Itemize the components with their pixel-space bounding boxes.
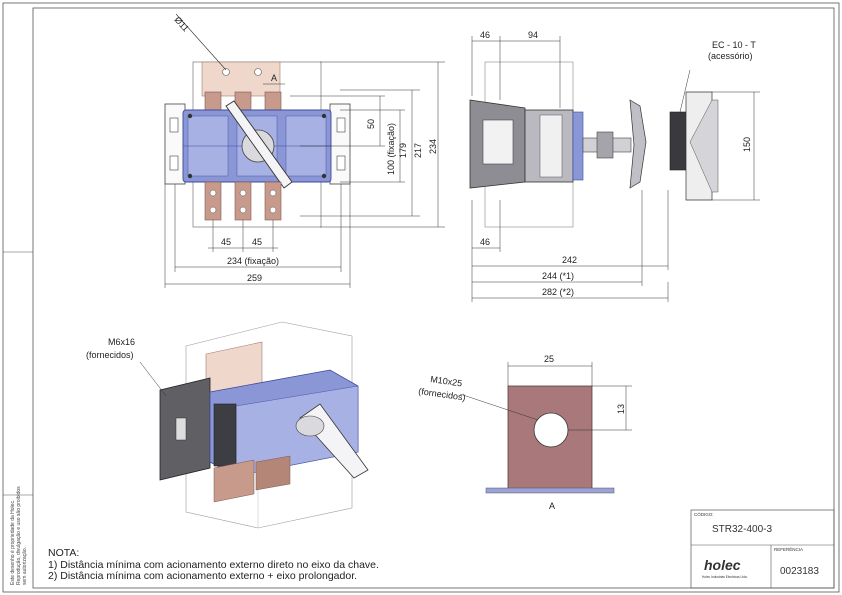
shaft-coupling xyxy=(596,131,614,159)
isometric-view: M6x16 (fornecidos) xyxy=(86,321,369,529)
front-cover-plate xyxy=(201,61,281,97)
side-strip-line-3: sem autorização. xyxy=(22,547,28,585)
bolt-label-2: (fornecidos) xyxy=(418,386,466,403)
iso-handle-hub xyxy=(295,415,325,437)
accessory-base xyxy=(669,111,687,171)
fixing-hole xyxy=(254,68,262,76)
dim-100-fixacao: 100 (fixação) xyxy=(386,123,396,175)
bottom-busbar-3 xyxy=(264,181,282,221)
dim-259: 259 xyxy=(247,273,262,283)
screw-leader xyxy=(139,361,167,397)
dim-179: 179 xyxy=(398,143,408,158)
title-block-frame xyxy=(690,509,835,589)
front-view: Ø11 A 50 100 (fixação) 179 217 234 xyxy=(164,13,445,288)
detail-width-dim: 25 xyxy=(544,354,554,364)
notes: NOTA: 1) Distância mínima com acionament… xyxy=(48,547,379,582)
side-view: EC - 10 - T (acessório) 46 94 46 242 244… xyxy=(469,30,760,302)
bolt-label-1: M10x25 xyxy=(430,374,463,388)
dim-234-fixacao: 234 (fixação) xyxy=(227,256,279,266)
front-horizontal-dim-lines xyxy=(164,184,351,288)
bottom-busbar-2 xyxy=(234,181,252,221)
inner-frame xyxy=(32,7,835,589)
brand-logo: holec xyxy=(704,557,741,573)
dim-50: 50 xyxy=(366,119,376,129)
bracket-slot xyxy=(336,155,346,171)
dim-244: 244 (*1) xyxy=(542,271,574,281)
screw xyxy=(321,113,327,119)
detail-base xyxy=(485,487,615,494)
accessory-label-2: (acessório) xyxy=(708,51,753,61)
bottom-busbar-1 xyxy=(204,181,222,221)
screw xyxy=(321,173,327,179)
iso-busbar-bottom xyxy=(213,459,255,503)
detail-bolt-hole xyxy=(533,412,569,448)
notes-title: NOTA: xyxy=(48,547,79,559)
screw-label-1: M6x16 xyxy=(108,337,135,347)
diameter-label: Ø11 xyxy=(173,15,191,34)
dim-150: 150 xyxy=(742,137,752,152)
screw xyxy=(187,113,193,119)
note-line-1: 1) Distância mínima com acionamento exte… xyxy=(48,559,379,571)
detail-a: 25 13 M10x25 (fornecidos) A xyxy=(418,354,632,511)
side-dim-lines xyxy=(471,36,760,302)
detail-busbar xyxy=(507,385,593,491)
iso-bracket-slot xyxy=(175,417,187,441)
note-line-2: 2) Distância mínima com acionamento exte… xyxy=(48,570,357,582)
accessory-handle-grip xyxy=(689,99,719,193)
side-strip-line-1: Este desenho é propriedade da Holec. xyxy=(10,500,16,585)
side-bracket-window xyxy=(482,119,514,165)
side-strip-text: Este desenho é propriedade da Holec. Rep… xyxy=(10,486,28,585)
dim-217: 217 xyxy=(413,143,423,158)
detail-caption: A xyxy=(549,501,555,511)
side-strip-line-2: Reprodução, divulgação e uso são proibid… xyxy=(16,486,22,585)
dim-94: 94 xyxy=(528,30,538,40)
title-block: CÓDIGO: STR32-400-3 REFERÊNCIA 0023183 h… xyxy=(690,509,835,589)
rotary-handle xyxy=(225,100,293,189)
diameter-leader xyxy=(175,13,227,71)
dim-46-bottom: 46 xyxy=(480,237,490,247)
brand-subtitle: Holec Industrias Electricas Ltda. xyxy=(702,575,748,579)
dim-282: 282 (*2) xyxy=(542,287,574,297)
side-body-panel xyxy=(539,114,563,178)
top-busbar-3 xyxy=(264,91,282,113)
busbar-hole xyxy=(209,189,217,197)
left-mounting-bracket xyxy=(164,103,186,185)
fixing-hole xyxy=(222,68,230,76)
dim-46-top: 46 xyxy=(480,30,490,40)
side-blue-module xyxy=(572,111,584,181)
reference-value: 0023183 xyxy=(780,566,819,577)
detail-height-dim: 13 xyxy=(616,404,626,414)
codigo-label: CÓDIGO: xyxy=(694,511,714,517)
side-handle xyxy=(629,99,647,189)
accessory-leader xyxy=(679,69,691,113)
accessory-label-1: EC - 10 - T xyxy=(712,40,756,50)
dim-45-right: 45 xyxy=(252,237,262,247)
bracket-slot xyxy=(169,117,179,133)
bracket-slot xyxy=(169,155,179,171)
iso-busbar-bottom-2 xyxy=(255,455,291,491)
front-vertical-dim-lines xyxy=(290,61,445,228)
dim-234-vertical: 234 xyxy=(428,139,438,154)
section-marker-a: A xyxy=(271,73,277,83)
screw xyxy=(187,173,193,179)
busbar-hole xyxy=(239,206,247,214)
dim-242: 242 xyxy=(562,255,577,265)
busbar-hole xyxy=(269,189,277,197)
iso-side-block xyxy=(213,403,237,467)
iso-enclosure-outline xyxy=(185,321,353,529)
top-busbar-1 xyxy=(204,91,222,113)
dim-45-left: 45 xyxy=(221,237,231,247)
detail-dim-lines xyxy=(459,362,632,431)
busbar-hole xyxy=(269,206,277,214)
busbar-hole xyxy=(209,206,217,214)
busbar-hole xyxy=(239,189,247,197)
screw-label-2: (fornecidos) xyxy=(86,350,134,360)
referencia-label: REFERÊNCIA xyxy=(774,545,803,552)
code-value: STR32-400-3 xyxy=(712,524,772,535)
bracket-slot xyxy=(336,117,346,133)
right-mounting-bracket xyxy=(329,103,351,185)
